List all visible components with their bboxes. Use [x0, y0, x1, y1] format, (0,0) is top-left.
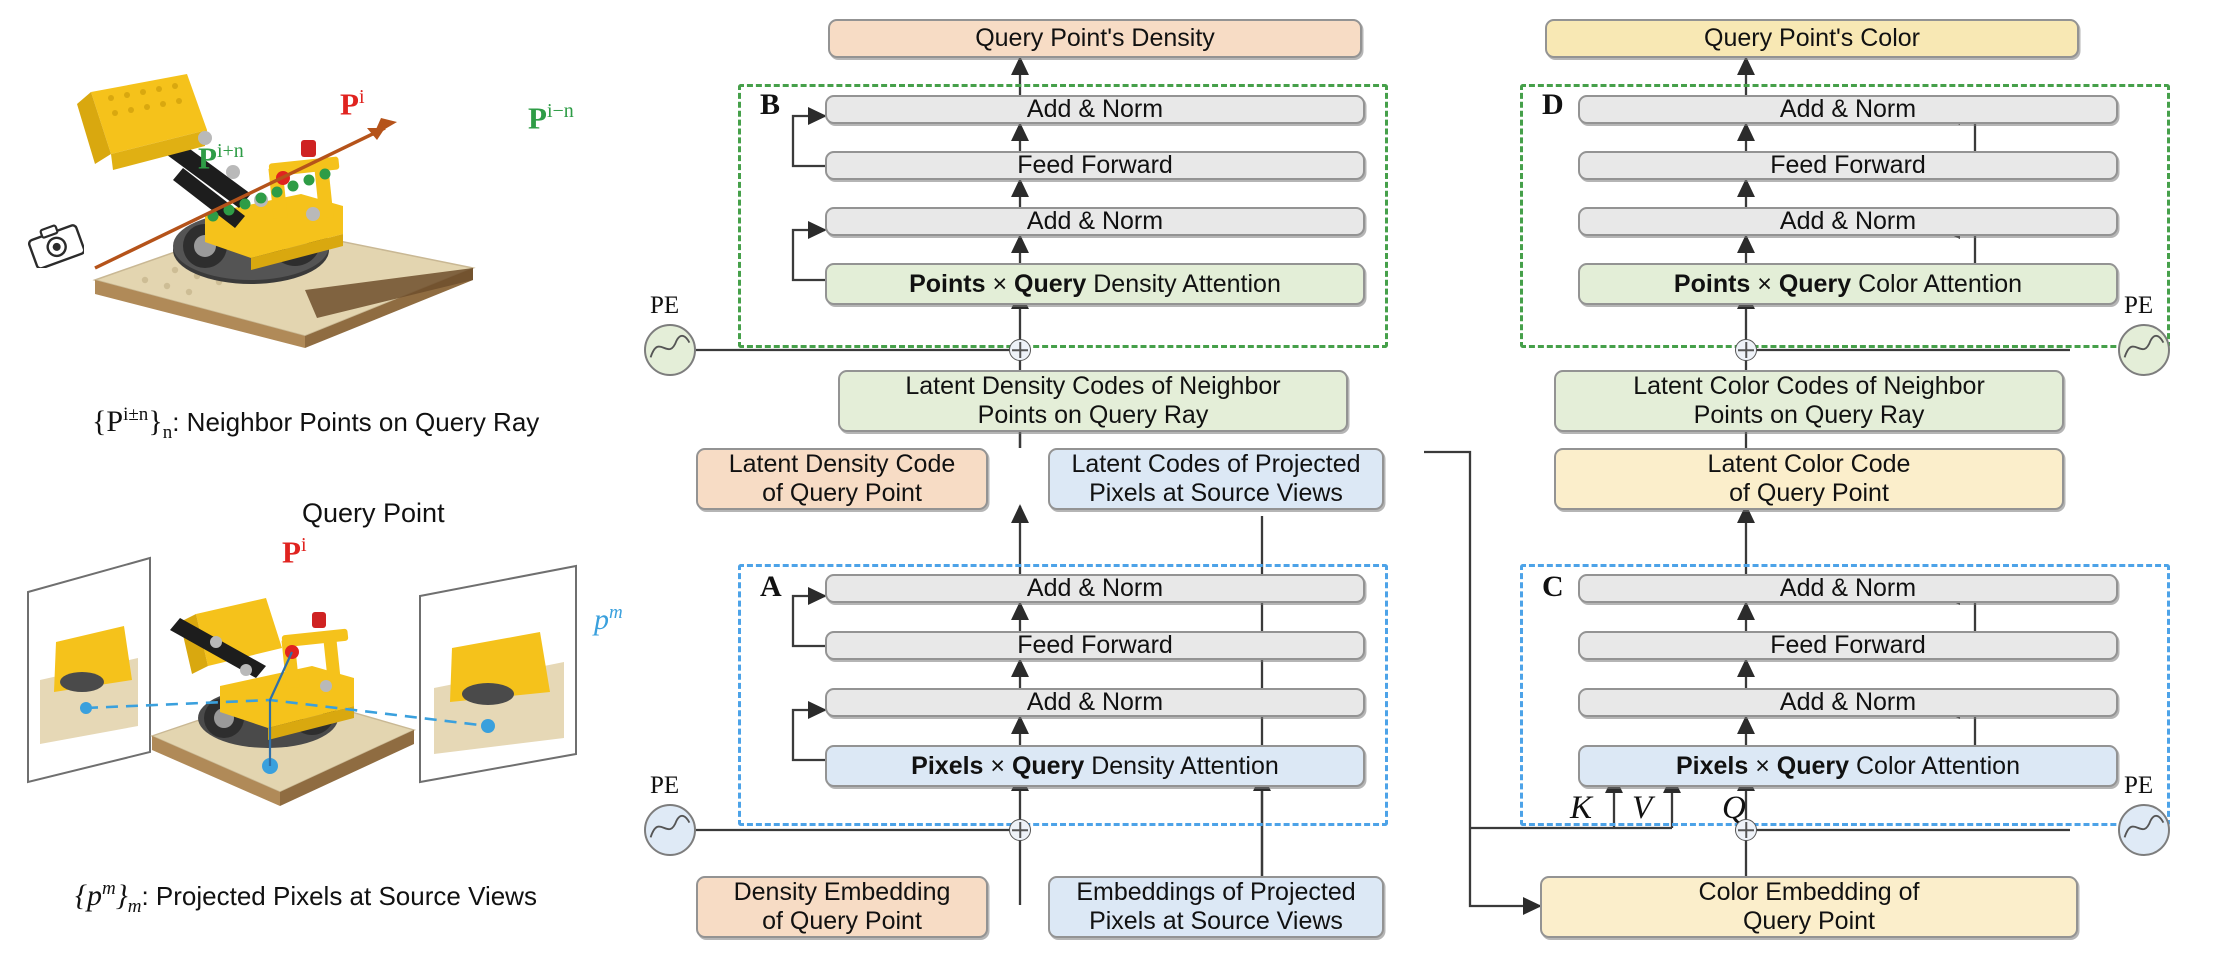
attn-c-times: × [1755, 751, 1770, 780]
block-b-add-norm-1: Add & Norm [825, 207, 1365, 236]
demb-pixels-line1: Embeddings of Projected [1076, 878, 1356, 907]
block-d-add-norm-2: Add & Norm [1578, 95, 2118, 124]
block-b-feed-forward: Feed Forward [825, 151, 1365, 180]
block-b-frame [738, 84, 1388, 348]
block-c-add-norm-2: Add & Norm [1578, 574, 2118, 603]
pe-color-top [2118, 324, 2170, 376]
label-q: Q [1722, 790, 1746, 826]
density-embedding-query-point: Density Embedding of Query Point [696, 876, 988, 938]
pe-color-bottom [2118, 804, 2170, 856]
attn-a-times: × [990, 751, 1006, 780]
attn-d-bold2: Query [1778, 269, 1852, 298]
attn-a-rest: Density Attention [1091, 751, 1279, 780]
color-latent-code-query: Latent Color Code of Query Point [1554, 448, 2064, 510]
density-latent-code-query: Latent Density Code of Query Point [696, 448, 988, 510]
dlc-pixels-line1: Latent Codes of Projected [1071, 450, 1361, 479]
block-d-frame [1520, 84, 2170, 348]
dlc-query-line1: Latent Density Code [728, 450, 956, 479]
block-b-label: B [760, 88, 781, 121]
block-c-frame [1520, 564, 2170, 826]
label-neighbor-forward: Pi−n [528, 100, 574, 136]
label-query-point-top: Pi [340, 86, 365, 122]
attn-d-rest: Color Attention [1858, 269, 2023, 298]
density-latent-codes-pixels: Latent Codes of Projected Pixels at Sour… [1048, 448, 1384, 510]
clc-query-line2: of Query Point [1729, 479, 1889, 507]
block-c-pixels-query-color-attention: Pixels × Query Color Attention [1578, 745, 2118, 787]
color-embedding-query-point: Color Embedding of Query Point [1540, 876, 2078, 938]
demb-pixels-line2: Pixels at Source Views [1089, 907, 1343, 935]
block-a-frame [738, 564, 1388, 826]
dlc-query-line2: of Query Point [762, 479, 922, 507]
pe-density-bottom [644, 804, 696, 856]
block-c-label: C [1542, 570, 1564, 603]
pe-color-top-label: PE [2124, 292, 2154, 319]
label-projected-pixel: pm [594, 602, 623, 636]
block-d-points-query-color-attention: Points × Query Color Attention [1578, 263, 2118, 305]
demb-query-line2: of Query Point [762, 907, 922, 935]
block-a-feed-forward: Feed Forward [825, 631, 1365, 660]
label-neighbor-backward: Pi+n [198, 140, 244, 176]
pe-density-top-label: PE [650, 292, 680, 319]
attn-b-times: × [992, 269, 1008, 298]
pe-density-bottom-label: PE [650, 772, 680, 799]
attn-c-rest: Color Attention [1856, 751, 2020, 780]
lego-bulldozer-top-illustration [55, 18, 485, 348]
block-a-add-norm-2: Add & Norm [825, 574, 1365, 603]
demb-query-line1: Density Embedding [733, 878, 951, 907]
block-a-add-norm-1: Add & Norm [825, 688, 1365, 717]
clc-neighbors-line1: Latent Color Codes of Neighbor [1633, 372, 1985, 401]
attn-a-bold1: Pixels [911, 751, 984, 780]
block-c-add-norm-1: Add & Norm [1578, 688, 2118, 717]
attn-b-rest: Density Attention [1093, 269, 1281, 298]
label-k: K [1570, 790, 1593, 826]
attn-d-times: × [1757, 269, 1772, 298]
pe-density-top [644, 324, 696, 376]
attn-c-bold2: Query [1776, 751, 1850, 780]
dlc-neighbors-line1: Latent Density Codes of Neighbor [905, 372, 1281, 401]
clc-neighbors-line2: Points on Query Ray [1693, 401, 1925, 429]
label-query-point-bottom: Pi [282, 534, 307, 570]
plus-junction-density-top [1009, 339, 1031, 361]
plus-junction-color-bottom [1735, 819, 1757, 841]
caption-projected-pixels: {pm}m: Projected Pixels at Source Views [75, 878, 537, 917]
plus-junction-color-top [1735, 339, 1757, 361]
attn-a-bold2: Query [1011, 751, 1085, 780]
block-a-label: A [760, 570, 782, 603]
block-b-points-query-density-attention: Points × Query Density Attention [825, 263, 1365, 305]
attn-b-bold1: Points [909, 269, 986, 298]
caption-neighbor-points: {Pi±n}n: Neighbor Points on Query Ray [92, 404, 540, 443]
block-c-feed-forward: Feed Forward [1578, 631, 2118, 660]
dlc-pixels-line2: Pixels at Source Views [1089, 479, 1343, 507]
attn-b-bold2: Query [1014, 269, 1087, 298]
density-latent-codes-neighbors: Latent Density Codes of Neighbor Points … [838, 370, 1348, 432]
clc-query-line1: Latent Color Code [1707, 450, 1911, 479]
cemb-query-line2: Query Point [1742, 907, 1875, 935]
cemb-query-line1: Color Embedding of [1698, 878, 1920, 907]
heading-query-point: Query Point [302, 498, 445, 528]
density-embedding-projected-pixels: Embeddings of Projected Pixels at Source… [1048, 876, 1384, 938]
block-d-add-norm-1: Add & Norm [1578, 207, 2118, 236]
dlc-neighbors-line2: Points on Query Ray [977, 401, 1209, 429]
attn-d-bold1: Points [1673, 269, 1751, 298]
block-b-add-norm-2: Add & Norm [825, 95, 1365, 124]
pe-color-bottom-label: PE [2124, 772, 2154, 799]
lego-bulldozer-multiview-illustration [20, 530, 640, 850]
color-latent-codes-neighbors: Latent Color Codes of Neighbor Points on… [1554, 370, 2064, 432]
block-a-pixels-query-density-attention: Pixels × Query Density Attention [825, 745, 1365, 787]
attn-c-bold1: Pixels [1675, 751, 1749, 780]
density-output-box: Query Point's Density [828, 19, 1362, 58]
camera-icon [27, 222, 86, 270]
color-output-box: Query Point's Color [1545, 19, 2079, 58]
block-d-label: D [1542, 88, 1564, 121]
plus-junction-density-bottom [1009, 819, 1031, 841]
label-v: V [1632, 790, 1653, 826]
block-d-feed-forward: Feed Forward [1578, 151, 2118, 180]
